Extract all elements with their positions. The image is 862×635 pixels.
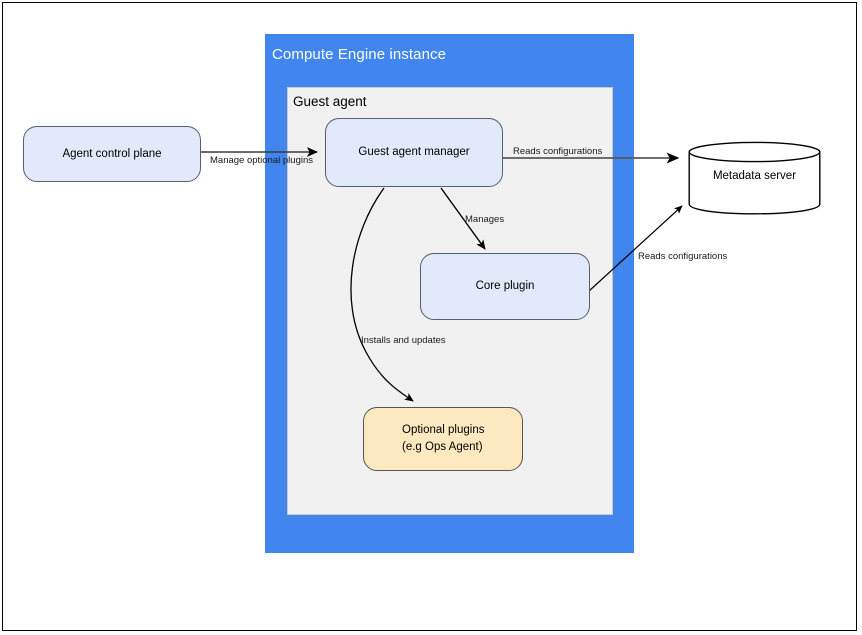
node-guest-agent-manager-label: Guest agent manager [358, 146, 470, 159]
node-optional-plugins[interactable]: Optional plugins (e.g Ops Agent) [363, 407, 523, 471]
node-metadata-server[interactable] [688, 141, 821, 215]
node-core-plugin-label: Core plugin [475, 280, 535, 293]
edge-label-manages: Manages [465, 214, 505, 225]
container-guest-agent-label: Guest agent [293, 94, 367, 109]
edge-label-reads-configurations-manager: Reads configurations [513, 146, 603, 157]
node-agent-control-plane[interactable]: Agent control plane [23, 126, 201, 182]
container-compute-engine-instance-label: Compute Engine instance [272, 46, 447, 63]
edge-label-manage-optional-plugins: Manage optional plugins [210, 155, 313, 166]
edge-label-installs-and-updates: Installs and updates [361, 335, 446, 346]
cylinder-icon [688, 141, 821, 215]
node-agent-control-plane-label: Agent control plane [62, 147, 162, 160]
edge-label-reads-configurations-core-plugin: Reads configurations [638, 251, 728, 262]
node-optional-plugins-label-line2: (e.g Ops Agent) [402, 441, 483, 453]
node-metadata-server-label: Metadata server [712, 170, 797, 182]
node-optional-plugins-label-line1: Optional plugins [402, 424, 485, 437]
node-guest-agent-manager[interactable]: Guest agent manager [325, 118, 503, 187]
node-optional-plugins-label: Optional plugins (e.g Ops Agent) [402, 422, 484, 455]
node-core-plugin[interactable]: Core plugin [420, 253, 590, 320]
